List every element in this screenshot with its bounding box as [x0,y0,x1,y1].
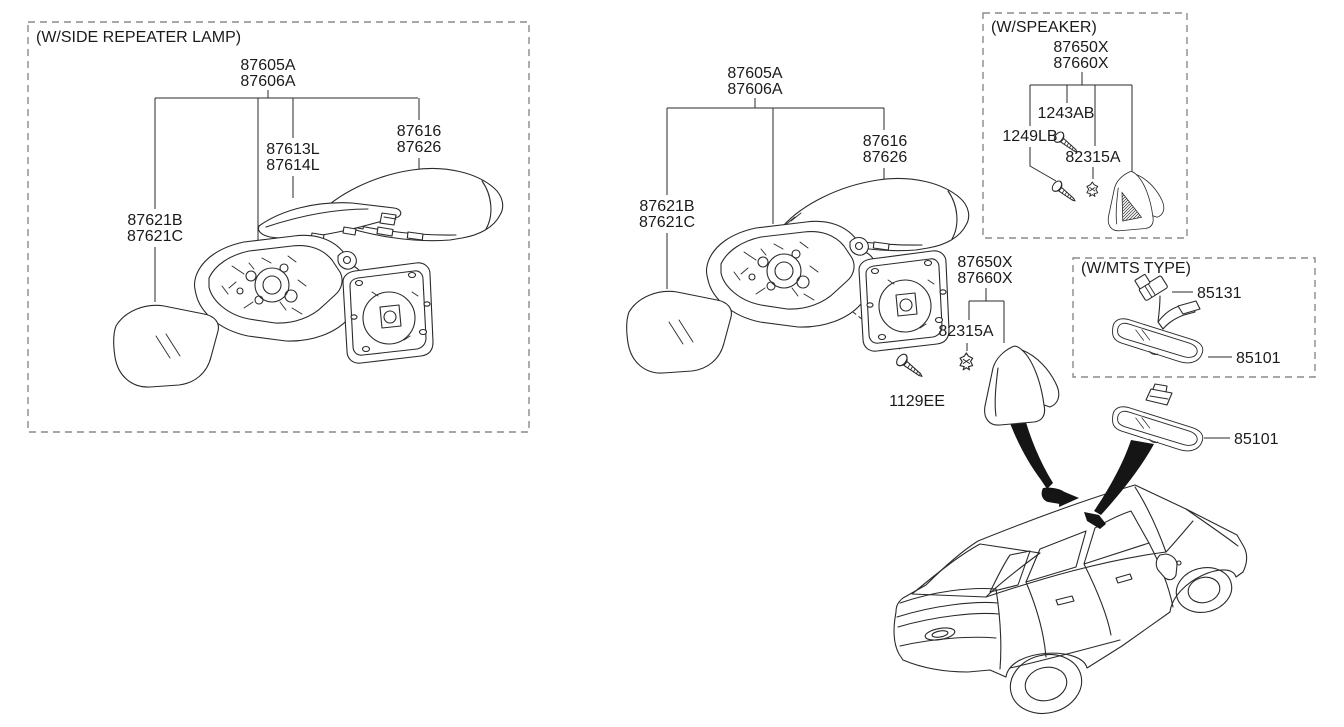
speaker-box-parts [1049,129,1165,232]
rear-wheel [1009,653,1083,715]
part-label: 87606A [240,73,295,90]
corner-cover-leader-lines [966,288,1005,351]
inside-mirror-label: 85101 [1234,431,1279,448]
arrow-head-right [1059,490,1079,507]
left-assembly [113,167,504,388]
part-label: 82315A [938,323,993,340]
speaker-box [982,12,1188,239]
part-label: 87605A [240,57,295,74]
windshield-mirror-marker [1084,512,1106,529]
inside-mirror-body [1108,404,1207,455]
mirror-mount [1145,388,1173,406]
left-back-plate [342,262,434,364]
part-label: 82315A [1065,149,1120,166]
part-label: 87621B [639,198,694,215]
part-label: 87621C [127,228,183,245]
corner-cover-87650X-speaker [1107,171,1165,232]
brand-emblem [924,627,956,641]
middle-glass-87621 [626,290,732,374]
front-wheel [1175,567,1233,613]
mts-labels: 85131 85101 [1197,285,1281,367]
clip-82315A-middle [959,352,974,371]
part-label: 87614L [266,157,319,174]
clip-82315A-speaker [1086,181,1099,197]
left-box-labels: 87605A 87606A 87613L 87614L 87616 87626 … [127,57,441,245]
left-housing-87605 [193,234,367,342]
inside-mirror-location-arrow [1094,440,1154,515]
speaker-box-leader-lines [1029,72,1133,182]
part-label: 87650X [1053,39,1108,56]
part-label: 87613L [266,141,319,158]
part-label: 87616 [397,123,442,140]
mts-leader-lines [1172,291,1232,358]
mts-inside-mirror [1108,273,1207,367]
part-label: 87660X [1053,55,1108,72]
speaker-box-title: (W/SPEAKER) [991,19,1097,36]
bolt-1129EE [893,351,927,382]
screw-1249LB [1049,178,1080,206]
part-label: 87626 [863,149,908,166]
part-label: 1243AB [1038,105,1095,122]
rear-door-cut [1025,581,1047,658]
mount-foot [1177,300,1201,315]
middle-back-plate [858,250,950,352]
part-label: 87660X [957,270,1012,287]
car-silhouette [893,484,1248,678]
front-door-glass [1083,510,1150,565]
inside-mirror-85101 [1108,383,1207,455]
part-label: 1129EE [889,393,945,410]
door-handle [1055,595,1075,606]
middle-leader-lines [666,98,885,289]
side-repeater-box-title: (W/SIDE REPEATER LAMP) [36,29,241,46]
mts-mirror-body-85101 [1108,316,1207,367]
part-label: 1249LB [1002,128,1057,145]
corner-cover-87650X-middle [984,345,1060,426]
speaker-box-labels: 87650X 87660X 1243AB 1249LB 82315A [1002,39,1120,166]
rocker-line [1009,639,1121,669]
mts-box-title: (W/MTS TYPE) [1081,260,1191,277]
part-label: 87626 [397,139,442,156]
speaker-grille [1121,191,1143,222]
connector-85131 [1138,275,1168,301]
mts-type-box [1072,257,1316,378]
beltline [985,551,1167,598]
part-label: 87650X [957,254,1012,271]
left-glass-87621 [113,304,219,388]
door-mirror-marker [1155,553,1178,581]
door-handle [1115,573,1133,584]
part-label: 87606A [727,81,782,98]
part-label: 85131 [1197,285,1242,302]
part-label: 87616 [863,133,908,150]
part-label: 87621C [639,214,695,231]
part-label: 87605A [727,65,782,82]
rear-window [911,543,1041,598]
corner-cover-location-arrow [1006,412,1053,489]
middle-labels: 87605A 87606A 87616 87626 87621B 87621C … [639,65,1013,410]
arrow-landing-blob [1041,487,1066,504]
front-door-cut [1083,563,1112,636]
a-pillar [1134,486,1167,553]
connector-cap [1134,273,1151,290]
left-box-leader-lines [154,90,420,302]
rear-door-glass [1025,530,1087,583]
part-label: 87621B [127,212,182,229]
middle-housing-87605 [705,220,879,328]
part-label: 85101 [1236,350,1281,367]
quarter-glass [989,550,1031,593]
car-illustration [893,484,1248,715]
